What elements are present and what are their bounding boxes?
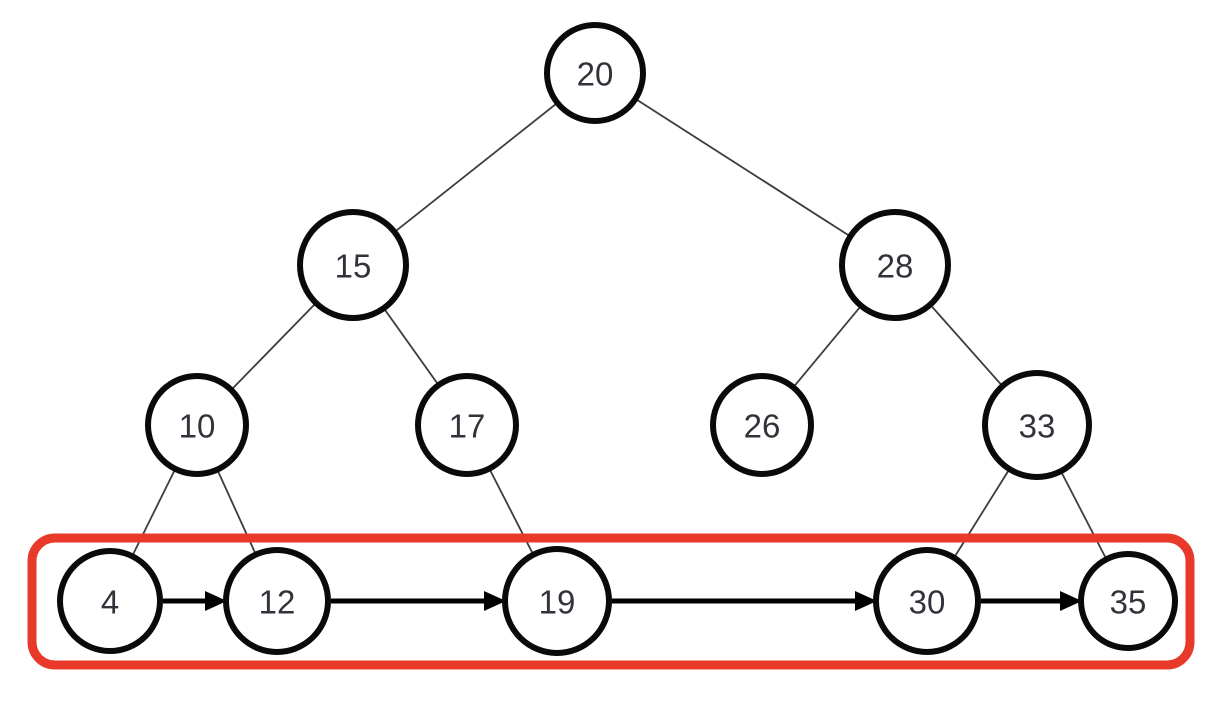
tree-node-label-20: 20 — [577, 56, 614, 93]
tree-node-label-30: 30 — [909, 584, 946, 621]
tree-node-label-19: 19 — [539, 584, 576, 621]
tree-node-circle-28 — [839, 209, 951, 321]
leaf-arrow-head-4-12 — [205, 591, 227, 611]
tree-node-label-15: 15 — [335, 248, 372, 285]
tree-node-circle-12 — [223, 547, 331, 655]
tree-node-label-35: 35 — [1110, 584, 1147, 621]
leaf-arrow-head-19-30 — [855, 591, 877, 611]
tree-node-12: 12 — [223, 547, 331, 655]
tree-node-circle-15 — [297, 209, 409, 321]
tree-node-circle-4 — [57, 548, 163, 654]
tree-node-label-12: 12 — [259, 584, 296, 621]
tree-node-circle-20 — [544, 22, 646, 124]
tree-node-20: 20 — [544, 22, 646, 124]
leaf-arrow-head-30-35 — [1060, 591, 1082, 611]
tree-node-28: 28 — [839, 209, 951, 321]
tree-edge-20-28 — [594, 72, 896, 266]
tree-node-35: 35 — [1078, 551, 1178, 651]
tree-node-label-10: 10 — [179, 408, 216, 445]
tree-node-circle-33 — [982, 370, 1092, 480]
tree-node-circle-30 — [873, 547, 981, 655]
tree-node-label-4: 4 — [101, 584, 119, 621]
tree-node-4: 4 — [57, 548, 163, 654]
leaf-arrow-head-12-19 — [484, 591, 506, 611]
tree-node-label-28: 28 — [877, 248, 914, 285]
tree-node-circle-10 — [145, 373, 249, 477]
tree-node-30: 30 — [873, 547, 981, 655]
tree-node-label-17: 17 — [449, 408, 486, 445]
tree-node-19: 19 — [502, 546, 612, 656]
tree-node-33: 33 — [982, 370, 1092, 480]
tree-node-10: 10 — [145, 373, 249, 477]
leaf-row-highlight — [27, 533, 1195, 670]
tree-node-label-26: 26 — [744, 408, 781, 445]
tree-node-circle-19 — [502, 546, 612, 656]
tree-node-circle-26 — [710, 373, 814, 477]
tree-node-15: 15 — [297, 209, 409, 321]
tree-node-26: 26 — [710, 373, 814, 477]
tree-node-label-33: 33 — [1019, 408, 1056, 445]
tree-node-circle-17 — [415, 373, 519, 477]
tree-node-circle-35 — [1078, 551, 1178, 651]
tree-node-17: 17 — [415, 373, 519, 477]
